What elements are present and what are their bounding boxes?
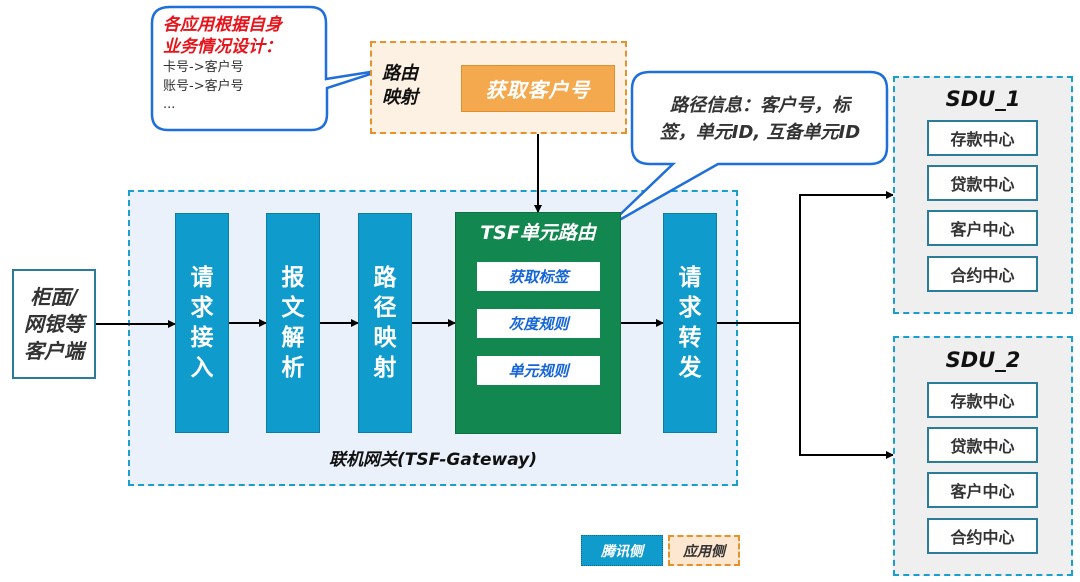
stage-label: 请求转发	[678, 265, 702, 381]
stage-path-mapping[interactable]: 路径映射	[358, 213, 412, 433]
sdu-1-center-customer[interactable]: 客户中心	[927, 210, 1038, 246]
callout-left-line: ...	[163, 97, 176, 112]
tsf-rule-unit[interactable]: 单元规则	[477, 356, 600, 385]
legend-tencent-side: 腾讯侧	[581, 535, 663, 566]
tsf-rule-gray[interactable]: 灰度规则	[477, 309, 600, 338]
sdu-1-title: SDU_1	[945, 87, 1021, 111]
route-mapping-label-1: 路由	[382, 63, 418, 84]
get-customer-id-box[interactable]: 获取客户号	[461, 65, 615, 112]
route-mapping-label: 路由 映射	[382, 62, 432, 110]
client-line-3: 客户端	[24, 338, 84, 363]
sdu-1-center-loan[interactable]: 贷款中心	[927, 165, 1038, 201]
sdu-1-center-contract[interactable]: 合约中心	[927, 256, 1038, 292]
sdu-2-center-contract[interactable]: 合约中心	[927, 518, 1038, 554]
callout-left-heading-1: 各应用根据自身	[163, 15, 282, 35]
arrow-forward-to-sdu2	[799, 323, 894, 459]
client-box[interactable]: 柜面/ 网银等 客户端	[12, 269, 96, 379]
sdu-2-center-loan[interactable]: 贷款中心	[927, 427, 1038, 463]
stage-request-forward[interactable]: 请求转发	[663, 213, 717, 433]
callout-right: 路径信息：客户号，标 签，单元ID, 互备单元ID	[640, 92, 880, 146]
arrow-forward-to-sdu1	[717, 191, 894, 324]
stage-label: 请求接入	[190, 265, 214, 381]
client-line-1: 柜面/	[30, 284, 78, 309]
sdu-1-center-deposit[interactable]: 存款中心	[927, 120, 1038, 156]
callout-right-line-2: 签，单元ID, 互备单元ID	[659, 122, 861, 143]
tsf-rule-get-tag[interactable]: 获取标签	[477, 262, 600, 291]
callout-left-line: 卡号->客户号	[163, 60, 244, 75]
gateway-label: 联机网关(TSF-Gateway)	[328, 450, 538, 470]
callout-left: 各应用根据自身 业务情况设计： 卡号->客户号 账号->客户号 ...	[163, 14, 323, 113]
sdu-2-title: SDU_2	[945, 348, 1021, 372]
stage-request-access[interactable]: 请求接入	[175, 213, 229, 433]
callout-left-heading-2: 业务情况设计：	[163, 37, 282, 57]
route-mapping-label-2: 映射	[382, 87, 418, 108]
tsf-title: TSF单元路由	[480, 222, 596, 244]
stage-message-parse[interactable]: 报文解析	[266, 213, 320, 433]
callout-left-line: 账号->客户号	[163, 79, 244, 94]
callout-right-line-1: 路径信息：客户号，标	[670, 95, 850, 116]
legend-app-side: 应用侧	[668, 535, 740, 566]
sdu-2-center-customer[interactable]: 客户中心	[927, 472, 1038, 508]
stage-label: 路径映射	[373, 265, 397, 381]
client-line-2: 网银等	[24, 311, 84, 336]
stage-label: 报文解析	[281, 265, 305, 381]
sdu-2-center-deposit[interactable]: 存款中心	[927, 382, 1038, 418]
